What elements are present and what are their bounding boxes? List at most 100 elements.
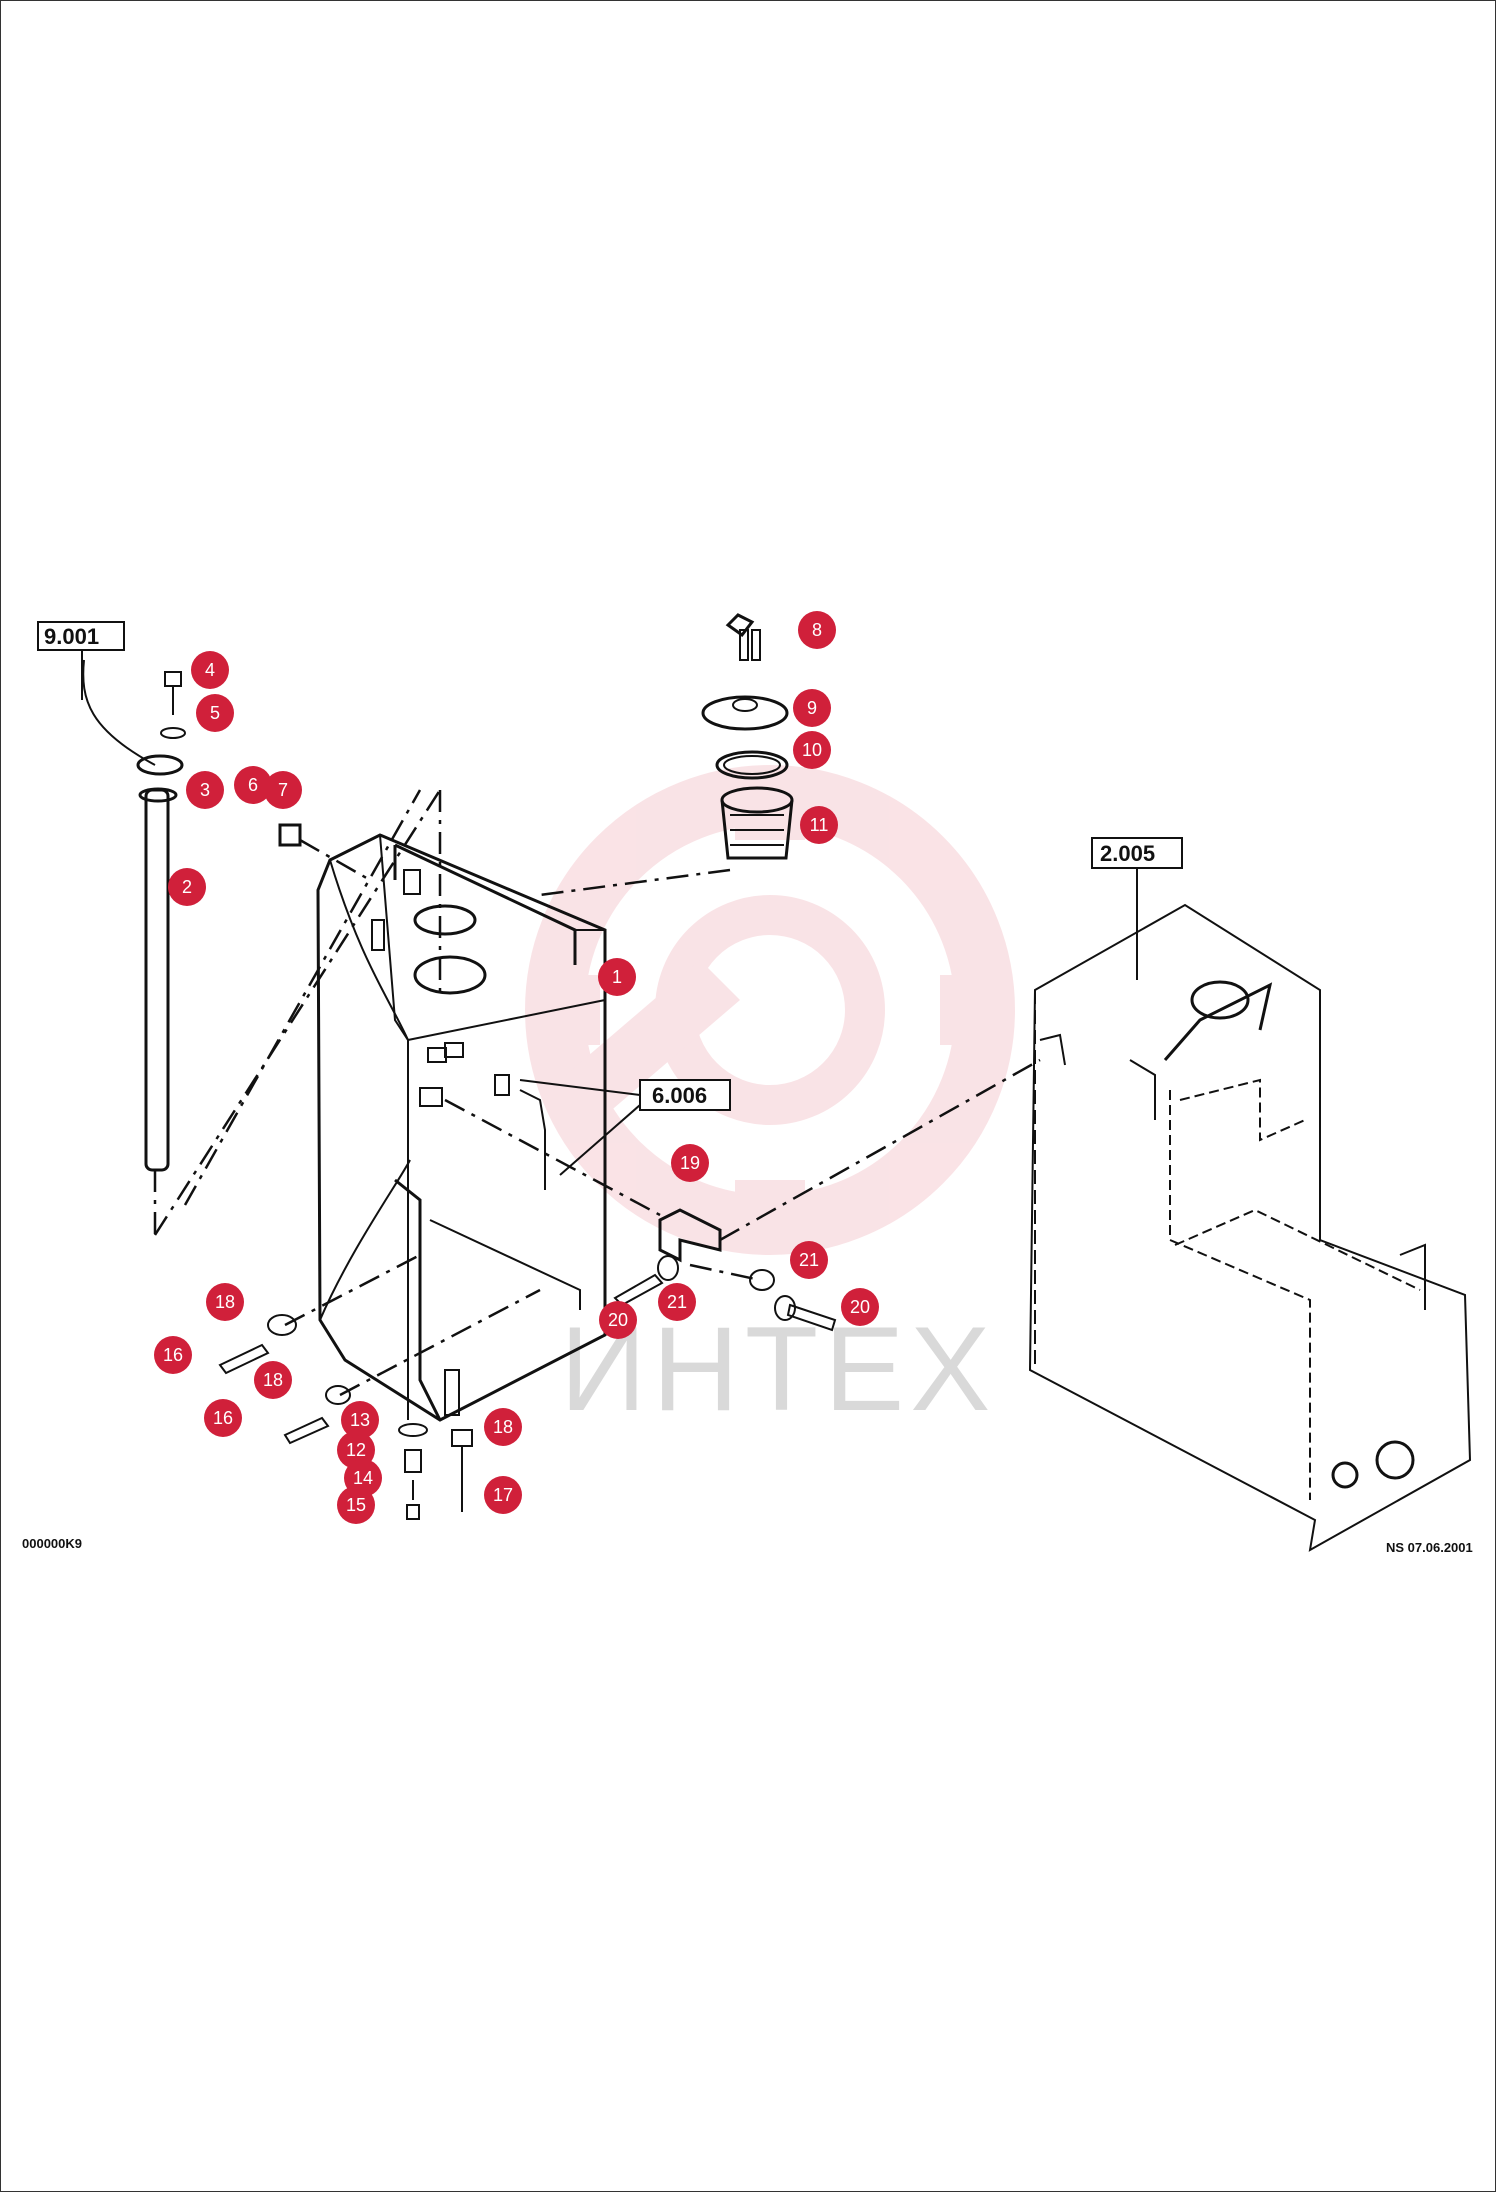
callout-16[interactable]: 16	[154, 1336, 192, 1374]
callout-4[interactable]: 4	[191, 651, 229, 689]
nut-7	[278, 823, 302, 847]
bolt-16-lower	[283, 1385, 351, 1445]
callout-18[interactable]: 18	[484, 1408, 522, 1446]
callout-badge-circle	[154, 1336, 192, 1374]
callout-number: 16	[213, 1408, 233, 1428]
date-stamp: NS 07.06.2001	[1386, 1540, 1473, 1555]
callout-number: 11	[810, 815, 829, 835]
callout-badge-circle	[168, 868, 206, 906]
callout-badge-circle	[204, 1399, 242, 1437]
callout-number: 21	[799, 1250, 819, 1270]
callout-badge-circle	[484, 1408, 522, 1446]
callout-17[interactable]: 17	[484, 1476, 522, 1514]
callout-number: 12	[346, 1440, 366, 1460]
callout-badge-circle	[337, 1486, 375, 1524]
callout-number: 19	[680, 1153, 700, 1173]
callout-3[interactable]: 3	[186, 771, 224, 809]
callout-number: 18	[263, 1370, 283, 1390]
callout-18[interactable]: 18	[254, 1361, 292, 1399]
callout-badge-circle	[798, 611, 836, 649]
drain-plug	[398, 1423, 428, 1520]
callout-badge-circle	[598, 958, 636, 996]
callout-16[interactable]: 16	[204, 1399, 242, 1437]
callout-badge-circle	[793, 689, 831, 727]
bracket-19	[658, 1208, 722, 1263]
callout-badge-circle	[341, 1401, 379, 1439]
callout-badge-circle	[790, 1241, 828, 1279]
callout-number: 17	[493, 1485, 513, 1505]
callout-badge-circle	[264, 771, 302, 809]
callout-badge-circle	[196, 694, 234, 732]
callout-9[interactable]: 9	[793, 689, 831, 727]
washer-21-right	[749, 1269, 775, 1291]
callout-number: 20	[608, 1310, 628, 1330]
callout-21[interactable]: 21	[790, 1241, 828, 1279]
svg-text:2.005: 2.005	[1100, 841, 1155, 866]
callout-number: 18	[215, 1292, 235, 1312]
svg-text:6.006: 6.006	[652, 1083, 707, 1108]
callout-badge-circle	[841, 1288, 879, 1326]
callout-badge-circle	[658, 1283, 696, 1321]
callout-6[interactable]: 6	[234, 766, 272, 804]
ref-box-6006[interactable]: 6.006	[639, 1079, 731, 1111]
callout-badge-circle	[800, 806, 838, 844]
callout-20[interactable]: 20	[599, 1301, 637, 1339]
svg-text:9.001: 9.001	[44, 624, 99, 649]
callout-number: 21	[667, 1292, 687, 1312]
callout-number: 4	[205, 660, 215, 680]
callout-badge-circle	[186, 771, 224, 809]
hydraulic-tank	[316, 833, 607, 1422]
bolt-16-upper	[218, 1314, 297, 1375]
ref-box-9001[interactable]: 9.001	[37, 621, 125, 651]
assembly-lines	[153, 789, 1041, 1397]
callout-5[interactable]: 5	[196, 694, 234, 732]
callout-badge-circle	[206, 1283, 244, 1321]
callout-13[interactable]: 13	[341, 1401, 379, 1439]
callout-number: 15	[346, 1495, 366, 1515]
callout-badge-circle	[234, 766, 272, 804]
callout-number: 16	[163, 1345, 183, 1365]
callout-11[interactable]: 11	[800, 806, 838, 844]
bolt-20-right	[774, 1295, 837, 1332]
callout-number: 20	[850, 1297, 870, 1317]
callout-number: 7	[278, 780, 288, 800]
callout-20[interactable]: 20	[841, 1288, 879, 1326]
filler-cap-assembly	[701, 613, 794, 860]
level-indicator	[419, 1042, 546, 1190]
bolt-17	[451, 1429, 473, 1512]
callout-2[interactable]: 2	[168, 868, 206, 906]
callout-21[interactable]: 21	[658, 1283, 696, 1321]
leader-6006-b	[559, 1104, 641, 1176]
callout-badge-circle	[191, 651, 229, 689]
ref-box-2005[interactable]: 2.005	[1091, 837, 1183, 869]
watermark-logo	[525, 765, 1015, 1255]
tank-housing-2005	[1028, 903, 1472, 1552]
callout-1[interactable]: 1	[598, 958, 636, 996]
drawing-code: 000000K9	[22, 1536, 82, 1551]
callout-18[interactable]: 18	[206, 1283, 244, 1321]
callout-number: 13	[350, 1410, 370, 1430]
callout-number: 8	[812, 620, 822, 640]
callout-number: 14	[353, 1468, 373, 1488]
callout-number: 6	[248, 775, 258, 795]
callout-8[interactable]: 8	[798, 611, 836, 649]
callout-badge-circle	[793, 731, 831, 769]
callout-number: 3	[200, 780, 210, 800]
bolt-4	[160, 671, 186, 739]
callout-10[interactable]: 10	[793, 731, 831, 769]
leader-6006-a	[519, 1079, 641, 1096]
callout-19[interactable]: 19	[671, 1144, 709, 1182]
callout-badge-circle	[254, 1361, 292, 1399]
callout-7[interactable]: 7	[264, 771, 302, 809]
callout-number: 9	[807, 698, 817, 718]
callout-15[interactable]: 15	[337, 1486, 375, 1524]
callout-number: 1	[612, 967, 622, 987]
callout-number: 5	[210, 703, 220, 723]
callout-number: 2	[182, 877, 192, 897]
callout-badge-circle	[671, 1144, 709, 1182]
callout-badge-circle	[599, 1301, 637, 1339]
callout-badge-circle	[484, 1476, 522, 1514]
